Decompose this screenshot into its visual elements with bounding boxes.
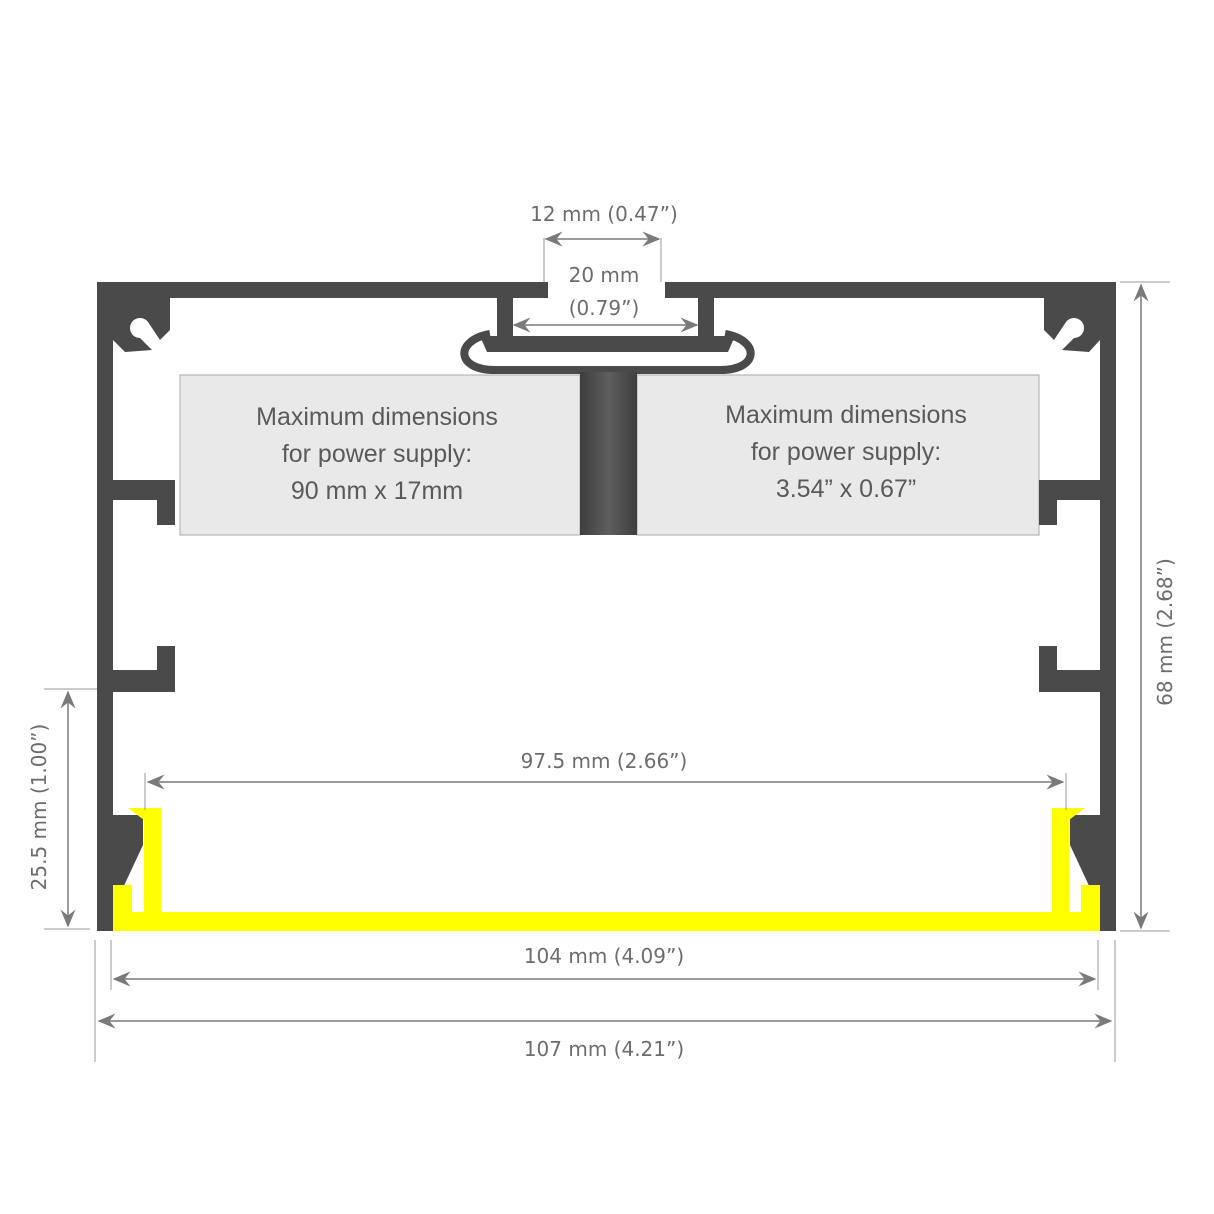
- slot-width-label: 12 mm (0.47”): [530, 202, 678, 226]
- box-left-line2: for power supply:: [282, 440, 472, 468]
- diffuser: [113, 808, 1100, 931]
- box-left-line3: 90 mm x 17mm: [291, 477, 463, 505]
- box-right-line1: Maximum dimensions: [725, 401, 967, 429]
- height-lower-label: 25.5 mm (1.00”): [27, 724, 51, 891]
- dimension-outer-width: 107 mm (4.21”): [94, 940, 1116, 1062]
- aluminum-profile: [97, 282, 1116, 931]
- box-right-line3: 3.54” x 0.67”: [776, 475, 916, 503]
- box-left-line1: Maximum dimensions: [256, 403, 498, 431]
- dimension-height-total: 68 mm (2.68”): [1120, 281, 1177, 932]
- channel-mm-label: 20 mm: [569, 263, 640, 287]
- dimension-slot: 12 mm (0.47”): [530, 202, 678, 282]
- mounting-stem: [580, 372, 637, 535]
- box-right-line2: for power supply:: [751, 438, 941, 466]
- channel-in-label: (0.79”): [569, 296, 640, 320]
- power-supply-box-left: Maximum dimensions for power supply: 90 …: [179, 374, 581, 536]
- dimension-diffuser: 97.5 mm (2.66”): [144, 749, 1067, 810]
- dimension-channel: 20 mm (0.79”): [512, 263, 699, 333]
- dimension-inner-width: 104 mm (4.09”): [110, 940, 1099, 990]
- diffuser-width-label: 97.5 mm (2.66”): [521, 749, 688, 773]
- inner-width-label: 104 mm (4.09”): [524, 944, 684, 968]
- outer-width-label: 107 mm (4.21”): [524, 1037, 684, 1061]
- dimension-height-lower: 25.5 mm (1.00”): [27, 688, 97, 930]
- height-total-label: 68 mm (2.68”): [1153, 558, 1177, 706]
- power-supply-box-right: Maximum dimensions for power supply: 3.5…: [636, 374, 1040, 536]
